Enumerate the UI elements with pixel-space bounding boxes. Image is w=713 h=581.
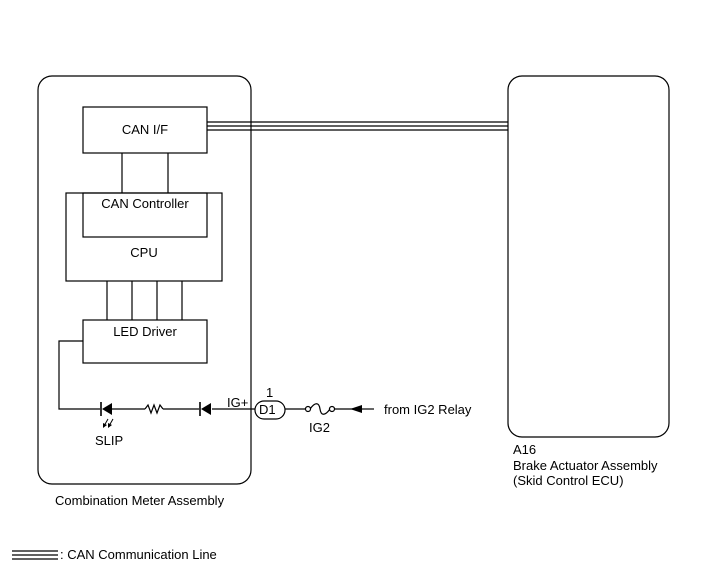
can-if-label: CAN I/F [121,122,169,137]
slip-led-label: SLIP [95,433,124,448]
ecu-code-label: A16 [513,442,537,457]
led-driver-label: LED Driver [113,324,177,339]
can-bus-line [207,121,508,131]
slip-led-icon [100,402,114,428]
pin-number-label: 1 [266,385,274,400]
connector-d1-label: D1 [259,402,276,417]
can-controller-label: CAN Controller [101,196,189,211]
source-label: from IG2 Relay [384,402,472,417]
legend-can-line-icon [12,550,58,560]
ecu-name-line1: Brake Actuator Assembly [513,458,658,473]
fuse-icon [309,403,331,415]
brake-actuator-box [507,75,670,438]
can-controller-box [82,192,208,238]
connector-d1 [254,400,286,420]
ig-plus-label: IG+ [227,395,249,410]
cpu-label: CPU [130,245,158,260]
diode-icon [199,402,211,416]
legend-label: : CAN Communication Line [60,547,217,562]
fuse-label: IG2 [309,420,330,435]
resistor [144,403,164,415]
ecu-name-line2: (Skid Control ECU) [513,473,624,488]
combination-meter-label: Combination Meter Assembly [55,493,225,508]
arrow-left-icon [350,405,362,413]
combination-meter-box [37,75,252,485]
